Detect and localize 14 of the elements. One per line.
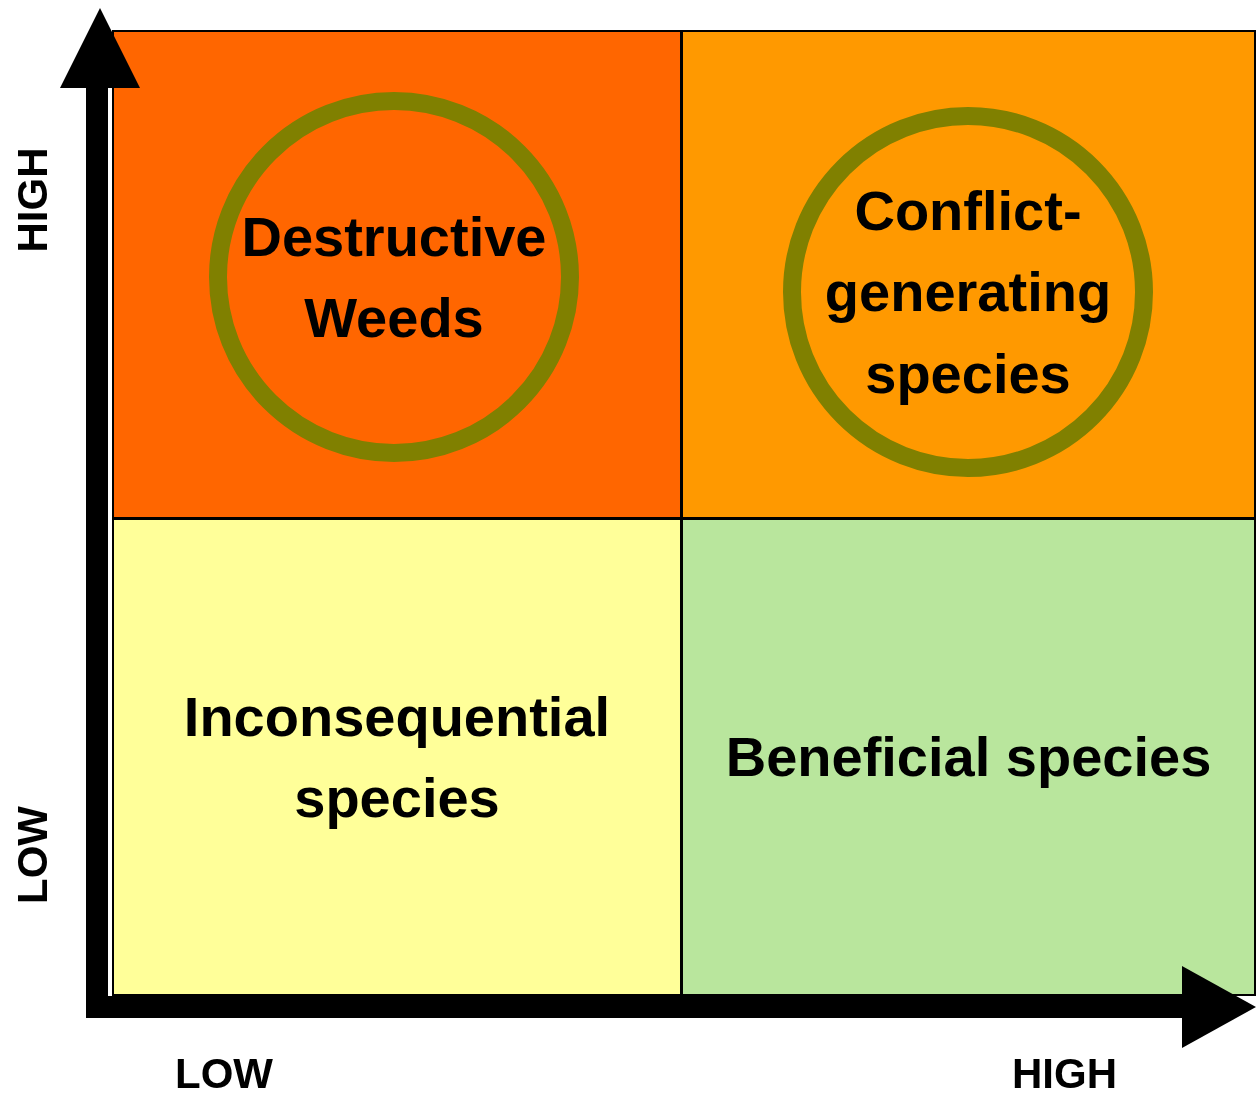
axis-tick-label: LOW [175, 1050, 273, 1098]
ring-outline [209, 92, 579, 462]
quadrant-label: Destructive Weeds [240, 203, 548, 351]
axis-tick-label: LOW [9, 806, 57, 904]
quadrant-panel [681, 30, 1256, 519]
quadrant-panel [112, 518, 682, 996]
quadrant-panel [681, 518, 1256, 996]
axis-tick-label: HIGH [1012, 1050, 1117, 1098]
quadrant-label: Conflict-generating species [823, 178, 1113, 407]
axis-tick-label: HIGH [9, 147, 57, 253]
quadrant-panel [112, 30, 682, 519]
ring-outline [783, 107, 1153, 477]
quadrant-label: Beneficial species [725, 724, 1212, 791]
quadrant-label: Inconsequential species [182, 683, 612, 831]
